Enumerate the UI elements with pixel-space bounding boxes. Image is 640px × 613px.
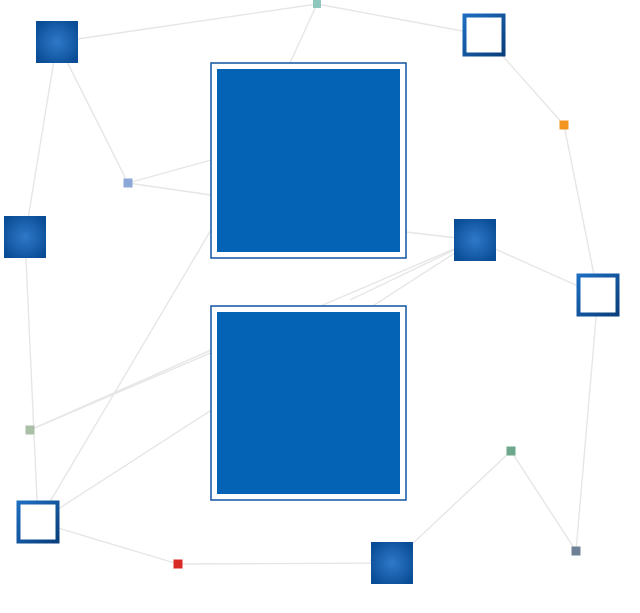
node-dot-n4 — [559, 120, 569, 130]
edge-panel-link-7 — [37, 229, 212, 523]
node-outline-n11 — [16, 500, 60, 544]
edge-panel-link-1 — [127, 182, 212, 196]
panel-top — [210, 62, 407, 259]
panel-bottom-fill — [217, 312, 400, 494]
node-dot-n12 — [173, 559, 183, 569]
node-dot-n10 — [506, 446, 516, 456]
edge-n14-n8 — [575, 294, 599, 552]
edge-n4-n8 — [563, 124, 599, 296]
panel-bottom — [210, 305, 407, 501]
network-nodes — [4, 0, 620, 584]
panel-top-fill — [217, 69, 400, 252]
node-dot-n2 — [313, 0, 321, 8]
edge-n11-n12 — [37, 521, 179, 565]
node-outline-n3 — [462, 13, 506, 57]
node-filled-n1 — [36, 21, 78, 63]
edge-n6-n11 — [24, 236, 39, 523]
node-dot-n5 — [123, 178, 133, 188]
node-filled-n7 — [454, 219, 496, 261]
edge-n12-n13 — [177, 562, 393, 565]
edge-n1-n6 — [24, 41, 58, 238]
node-filled-n6 — [4, 216, 46, 258]
edge-n5-n1 — [56, 41, 129, 184]
edge-n10-n14 — [510, 450, 577, 552]
edge-n1-n2 — [56, 3, 318, 43]
node-dot-n14 — [571, 546, 581, 556]
edge-n2-n3 — [316, 3, 485, 36]
node-dot-n9 — [25, 425, 35, 435]
node-outline-n8 — [576, 273, 620, 317]
node-filled-n13 — [371, 542, 413, 584]
edge-panel-link-2 — [289, 3, 318, 64]
edge-panel-link-3 — [29, 349, 212, 431]
edge-panel-link-0 — [127, 159, 212, 184]
